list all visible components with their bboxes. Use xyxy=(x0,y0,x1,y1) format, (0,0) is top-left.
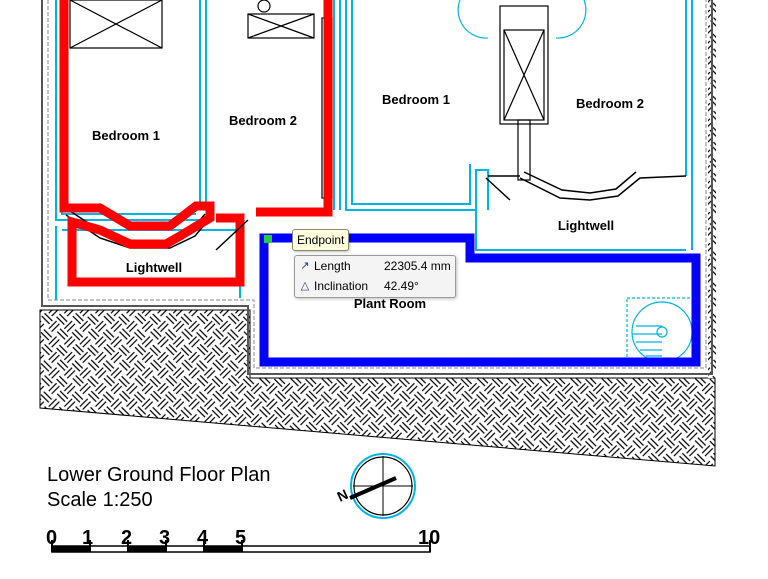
right-building-walls xyxy=(345,0,693,251)
drawing-title: Lower Ground Floor Plan xyxy=(47,464,270,486)
bed-furniture-right xyxy=(499,5,549,181)
angle-icon: △ xyxy=(300,280,310,292)
spiral-stair xyxy=(626,297,694,365)
snap-endpoint-tooltip: Endpoint xyxy=(292,229,350,251)
scale-tick-10: 10 xyxy=(418,527,440,549)
right-bay-window xyxy=(488,171,687,201)
selection-outline-red[interactable] xyxy=(59,0,333,287)
inclination-label: Inclination xyxy=(314,279,369,293)
scale-tick-1: 1 xyxy=(82,527,93,549)
outer-walls xyxy=(41,0,713,375)
room-label-lightwell-right: Lightwell xyxy=(558,218,614,233)
length-label: Length xyxy=(314,259,351,273)
drawing-scale: Scale 1:250 xyxy=(47,489,153,511)
scale-tick-2: 2 xyxy=(121,527,132,549)
room-label-bedroom1-right: Bedroom 1 xyxy=(382,92,450,107)
snap-endpoint-marker[interactable] xyxy=(264,235,272,243)
room-label-bedroom1-left: Bedroom 1 xyxy=(92,128,160,143)
north-letter: N xyxy=(335,486,351,505)
measure-inclination-row: △ Inclination 42.49° xyxy=(299,277,451,295)
room-label-plant-room: Plant Room xyxy=(354,296,426,311)
earth-hatch xyxy=(39,309,716,467)
scale-tick-3: 3 xyxy=(159,527,170,549)
inclination-value[interactable]: 42.49° xyxy=(384,279,419,293)
door-swing-right xyxy=(485,177,511,201)
door-swing-left xyxy=(215,219,249,251)
scale-tick-0: 0 xyxy=(46,527,57,549)
room-label-bedroom2-left: Bedroom 2 xyxy=(229,113,297,128)
scale-bar: 0 1 2 3 4 5 10 xyxy=(46,527,440,553)
room-label-lightwell-left: Lightwell xyxy=(126,260,182,275)
north-arrow-icon: N xyxy=(335,453,416,519)
scale-tick-4: 4 xyxy=(197,527,209,549)
scale-tick-5: 5 xyxy=(235,527,246,549)
measure-length-row: ↗ Length 22305.4 mm xyxy=(299,257,451,275)
length-value[interactable]: 22305.4 mm xyxy=(384,259,451,273)
room-label-bedroom2-right: Bedroom 2 xyxy=(576,96,644,111)
length-arrow-icon: ↗ xyxy=(300,260,310,272)
measurement-panel: ↗ Length 22305.4 mm △ Inclination 42.49° xyxy=(294,255,456,298)
selection-outline-blue[interactable] xyxy=(259,233,701,367)
